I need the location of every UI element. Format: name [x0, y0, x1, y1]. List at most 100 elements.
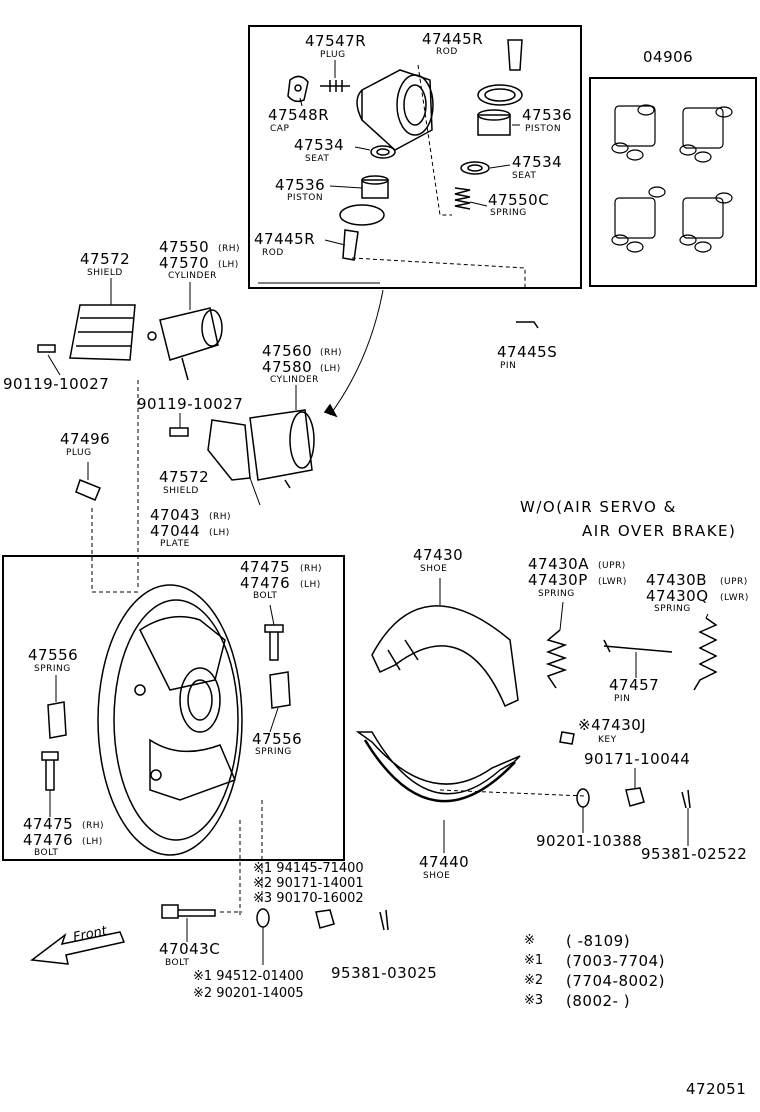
- name-bolt-c: BOLT: [165, 958, 190, 968]
- part-94145-71400: ※1 94145-71400: [253, 861, 364, 876]
- seat-left: [370, 145, 396, 159]
- name-seat-left: SEAT: [305, 154, 330, 164]
- name-seat-right: SEAT: [512, 171, 537, 181]
- name-shield-b: SHIELD: [163, 486, 199, 496]
- side-47475-a: (RH): [300, 564, 323, 574]
- key-47430J: [559, 731, 575, 745]
- name-pin-b: PIN: [614, 694, 631, 704]
- rod-lower: [339, 204, 385, 261]
- part-47572: 47572: [80, 250, 131, 268]
- part-47430A: 47430A: [528, 555, 589, 573]
- name-bolt-a: BOLT: [253, 591, 278, 601]
- wheel-cylinder-body: [356, 69, 434, 151]
- pos-47430P: (LWR): [598, 577, 627, 587]
- part-47580: 47580: [262, 358, 313, 376]
- rod-top: [507, 39, 523, 71]
- legend-mark: ※2: [524, 973, 544, 988]
- part-47550: 47550: [159, 238, 210, 256]
- part-95381-02522: 95381-02522: [641, 845, 748, 863]
- part-47445S: 47445S: [497, 343, 558, 361]
- name-cylinder-b: CYLINDER: [270, 375, 319, 385]
- part-90119-10027-b: 90119-10027: [137, 395, 244, 413]
- backing-plate-frame: [2, 555, 345, 861]
- side-47043: (RH): [209, 512, 232, 522]
- legend-range: (8002- ): [566, 992, 631, 1010]
- spring-47430B: [693, 617, 718, 691]
- pin-47445S: [516, 321, 539, 329]
- spring-47430A: [545, 629, 568, 689]
- name-spring-c: SPRING: [34, 664, 71, 674]
- part-47043: 47043: [150, 506, 201, 524]
- part-47430: 47430: [413, 546, 464, 564]
- cylinder-47560: [207, 409, 315, 489]
- part-47548R: 47548R: [268, 106, 330, 124]
- nut-90171-a: [625, 787, 645, 807]
- part-90201-14005: ※2 90201-14005: [193, 986, 304, 1001]
- plug-part: [320, 80, 350, 92]
- part-47560: 47560: [262, 342, 313, 360]
- side-47570: (LH): [218, 260, 239, 270]
- part-47445R-lower: 47445R: [254, 230, 316, 248]
- nut-lower: [315, 909, 335, 929]
- name-spring: SPRING: [490, 208, 527, 218]
- name-piston-left: PISTON: [287, 193, 324, 203]
- part-47496: 47496: [60, 430, 111, 448]
- note-line-1: W/O(AIR SERVO &: [520, 498, 677, 516]
- part-47572-b: 47572: [159, 468, 210, 486]
- part-47476-a: 47476: [240, 574, 291, 592]
- name-shoe: SHOE: [420, 564, 448, 574]
- washer-90201-a: [576, 788, 590, 808]
- pos-47430A: (UPR): [598, 561, 626, 571]
- side-47476-b: (LH): [82, 837, 103, 847]
- part-90171-10044: 90171-10044: [584, 750, 691, 768]
- name-piston-right: PISTON: [525, 124, 562, 134]
- part-47043C: 47043C: [159, 940, 221, 958]
- legend-range: (7704-8002): [566, 972, 665, 990]
- part-47556-b: 47556: [252, 730, 303, 748]
- pin-47457: [603, 639, 673, 653]
- wheel-cylinder-detail-frame: [248, 25, 582, 289]
- name-plug: PLUG: [320, 50, 346, 60]
- part-90119-10027-a: 90119-10027: [3, 375, 110, 393]
- name-cylinder: CYLINDER: [168, 271, 217, 281]
- name-rod: ROD: [436, 47, 458, 57]
- spring-part: [454, 187, 471, 210]
- name-plug-b: PLUG: [66, 448, 92, 458]
- legend-mark: ※1: [524, 953, 544, 968]
- cap-part: [287, 75, 309, 103]
- name-shield: SHIELD: [87, 268, 123, 278]
- name-spring-b: SPRING: [654, 604, 691, 614]
- piston-left: [361, 175, 389, 199]
- part-47550C: 47550C: [488, 191, 550, 209]
- part-47044: 47044: [150, 522, 201, 540]
- backing-plate: [97, 584, 243, 856]
- front-arrow-icon: [30, 931, 126, 965]
- part-47534-right: 47534: [512, 153, 563, 171]
- bolt-90119-b: [169, 427, 189, 437]
- part-47440: 47440: [419, 853, 470, 871]
- name-key: KEY: [598, 735, 617, 745]
- spring-clip-b: [47, 701, 67, 739]
- figure-number: 472051: [686, 1080, 747, 1098]
- name-shoe-b: SHOE: [423, 871, 451, 881]
- side-47476-a: (LH): [300, 580, 321, 590]
- name-spring-d: SPRING: [255, 747, 292, 757]
- part-47430Q: 47430Q: [646, 587, 709, 605]
- part-47457: 47457: [609, 676, 660, 694]
- part-90201-10388: 90201-10388: [536, 832, 643, 850]
- bolt-47475-b: [41, 751, 59, 791]
- part-47475-b: 47475: [23, 815, 74, 833]
- side-47560: (RH): [320, 348, 343, 358]
- part-47536-left: 47536: [275, 176, 326, 194]
- note-line-2: AIR OVER BRAKE): [582, 522, 737, 540]
- name-plate: PLATE: [160, 539, 190, 549]
- piston-ring-top: [477, 84, 523, 106]
- side-47044: (LH): [209, 528, 230, 538]
- part-47430B: 47430B: [646, 571, 708, 589]
- part-47445R: 47445R: [422, 30, 484, 48]
- shoe-lower: [355, 731, 521, 803]
- part-47476-b: 47476: [23, 831, 74, 849]
- cylinder-47550: [147, 307, 223, 381]
- piston-right: [477, 109, 511, 136]
- seat-right: [460, 161, 490, 175]
